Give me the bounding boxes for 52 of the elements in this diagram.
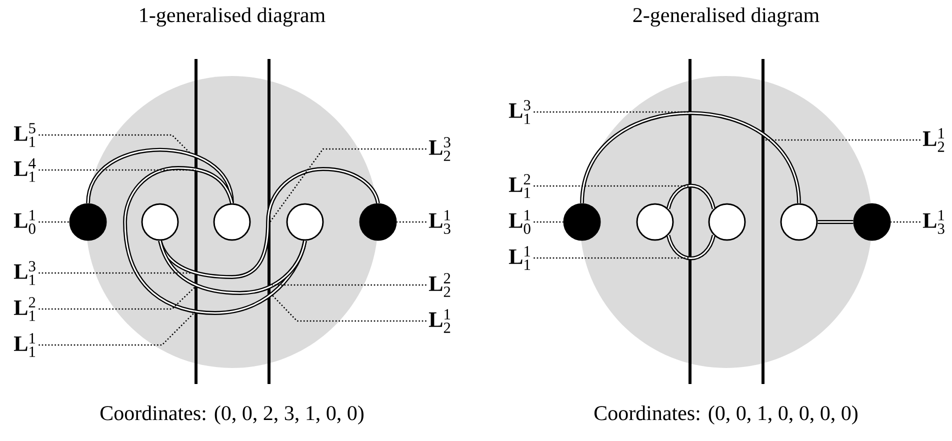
filled-dot [853,203,891,241]
strand-label: $\mathbf{L}_3^1$ [428,210,450,234]
strand-label: $\mathbf{L}_2^2$ [428,273,450,297]
strand-label: $\mathbf{L}_3^1$ [922,210,944,234]
leader-line [396,221,426,223]
leader-line [38,312,196,346]
strand-label: $\mathbf{L}_1^1$ [508,246,530,270]
double-strand [580,111,801,204]
leader-line [269,148,426,222]
strand-label: $\mathbf{L}_2^3$ [428,137,450,161]
hollow-dot [708,203,746,241]
double-strand [86,148,234,204]
double-strand [666,234,716,260]
strand-label: $\mathbf{L}_1^4$ [14,158,36,182]
leader-line [890,221,920,223]
strand-label: $\mathbf{L}_2^1$ [922,128,944,152]
leader-line [38,134,190,154]
double-strand [158,240,307,295]
strand-label: $\mathbf{L}_1^3$ [508,100,530,124]
strand-label: $\mathbf{L}_1^2$ [508,174,530,198]
hollow-dot [780,203,818,241]
strand-label: $\mathbf{L}_1^2$ [14,297,36,321]
filled-dot [359,203,397,241]
filled-dot [69,203,107,241]
strand-label: $\mathbf{L}_0^1$ [508,210,530,234]
leader-line [272,284,426,286]
strand-label: $\mathbf{L}_1^5$ [14,123,36,147]
hollow-dot [141,203,179,241]
leader-line [38,286,196,310]
panel-heading: 1-generalised diagram [140,7,326,27]
coordinates-caption: Coordinates: (0, 0, 1, 0, 0, 0, 0) [594,405,858,424]
coordinates-caption: Coordinates: (0, 0, 2, 3, 1, 0, 0) [100,405,364,424]
strand-label: $\mathbf{L}_2^1$ [428,309,450,333]
leader-line [38,221,70,223]
strand-label: $\mathbf{L}_1^1$ [14,333,36,357]
panel-heading: 2-generalised diagram [633,7,820,27]
leader-line [763,139,920,141]
hollow-dot [636,203,674,241]
leader-line [272,294,426,322]
hollow-dot [286,203,324,241]
strand-label: $\mathbf{L}_0^1$ [14,210,36,234]
filled-dot [563,203,601,241]
leader-line [534,185,690,187]
leader-line [38,272,192,274]
double-strand [818,220,854,224]
double-strand [666,184,716,210]
leader-line [534,221,564,223]
strand-label: $\mathbf{L}_1^3$ [14,261,36,285]
leader-line [534,257,690,259]
leader-line [38,169,196,171]
leader-line [534,111,690,113]
hollow-dot [213,203,251,241]
